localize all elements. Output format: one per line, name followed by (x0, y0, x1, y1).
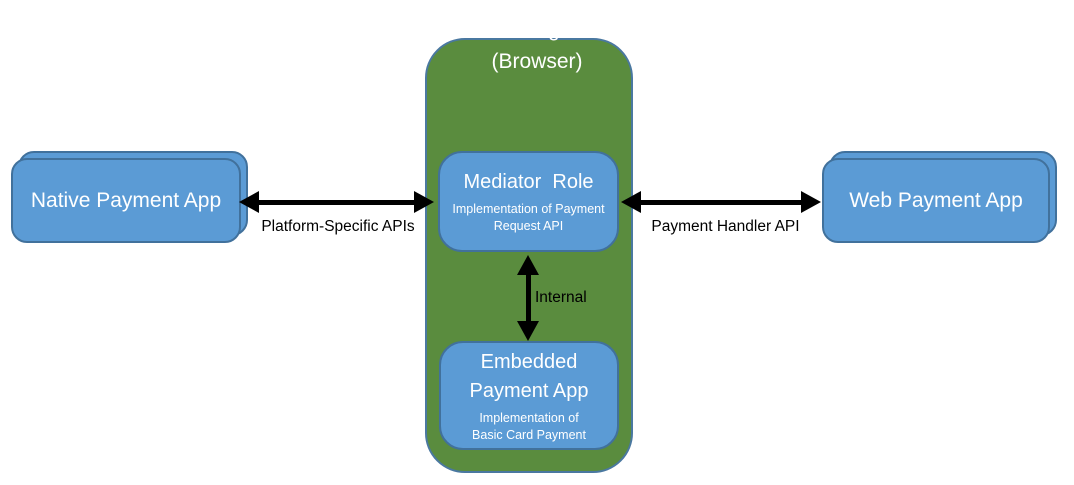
arrow-up-head-icon (517, 255, 539, 275)
platform-apis-arrow (239, 191, 434, 213)
arrow-shaft (641, 199, 801, 205)
embedded-payment-app-subtitle: Implementation of Basic Card Payment (472, 410, 586, 442)
mediator-role-box: Mediator Role Implementation of Payment … (438, 151, 619, 252)
arrow-left-head-icon (239, 191, 259, 213)
internal-arrow (517, 255, 539, 341)
arrow-shaft (259, 199, 414, 205)
native-payment-app-box: Native Payment App (11, 158, 241, 243)
arrow-shaft (525, 275, 531, 321)
arrow-right-head-icon (801, 191, 821, 213)
mediator-role-title: Mediator Role (463, 171, 594, 193)
payment-handler-label: Payment Handler API (651, 218, 800, 235)
arrow-down-head-icon (517, 321, 539, 341)
platform-apis-label: Platform-Specific APIs (261, 218, 415, 235)
user-agent-title: User Agent (Browser) (485, 18, 589, 73)
payment-handler-arrow (621, 191, 821, 213)
embedded-payment-app-title: Embedded Payment App (469, 350, 589, 402)
web-payment-app-label: Web Payment App (849, 188, 1023, 212)
arrow-right-head-icon (414, 191, 434, 213)
web-payment-app-box: Web Payment App (822, 158, 1050, 243)
native-payment-app-label: Native Payment App (30, 188, 222, 212)
mediator-role-subtitle: Implementation of Payment Request API (452, 202, 605, 233)
arrow-left-head-icon (621, 191, 641, 213)
embedded-payment-app-box: Embedded Payment App Implementation of B… (439, 341, 619, 450)
internal-label: Internal (535, 289, 587, 306)
